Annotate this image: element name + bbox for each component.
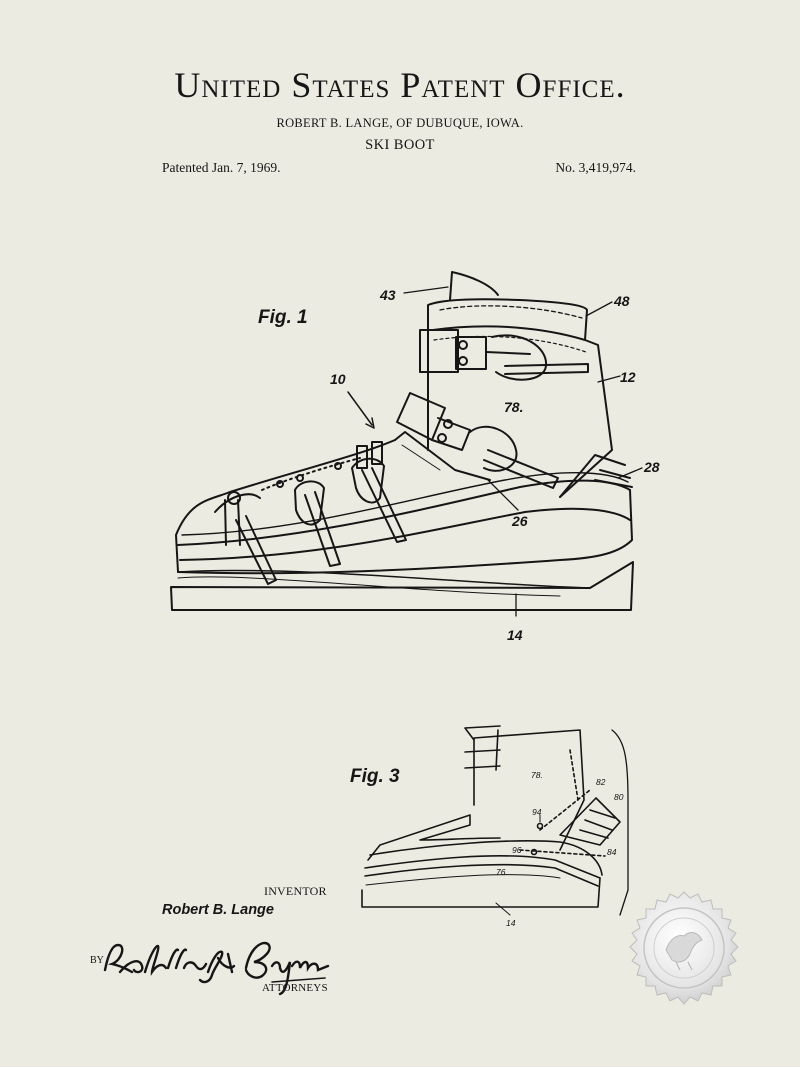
fig1-boot-illustration: [170, 271, 643, 617]
ref-fig3-94: 94: [532, 807, 542, 817]
ref-fig3-84: 84: [607, 847, 617, 857]
ref-fig3-14: 14: [506, 918, 516, 928]
patent-number: No. 3,419,974.: [555, 160, 636, 175]
page-title: United States Patent Office.: [174, 65, 626, 105]
ref-78: 78.: [504, 399, 523, 415]
patent-subject: SKI BOOT: [365, 137, 435, 153]
fig3-boot-illustration: [361, 725, 629, 916]
inventor-line: ROBERT B. LANGE, OF DUBUQUE, IOWA.: [276, 116, 524, 130]
embossed-seal: [629, 891, 739, 1005]
ref-12: 12: [620, 369, 636, 385]
ref-26: 26: [511, 513, 528, 529]
inventor-caption: INVENTOR: [264, 884, 327, 898]
ref-fig3-80: 80: [614, 792, 624, 802]
ref-48: 48: [613, 293, 630, 309]
ref-fig3-82: 82: [596, 777, 606, 787]
ref-fig3-78: 78.: [531, 770, 543, 780]
ref-14: 14: [507, 627, 523, 643]
ref-10: 10: [330, 371, 346, 387]
ref-43: 43: [379, 287, 396, 303]
attorneys-caption: ATTORNEYS: [262, 982, 328, 994]
by-label: BY: [90, 955, 104, 966]
ref-fig3-96: 96: [512, 845, 522, 855]
fig1-label: Fig. 1: [258, 307, 308, 328]
attorney-signature: [103, 941, 330, 996]
ref-fig3-76: 76.: [496, 867, 508, 877]
patented-date: Patented Jan. 7, 1969.: [162, 160, 281, 175]
ref-28: 28: [643, 459, 660, 475]
fig3-label: Fig. 3: [350, 766, 400, 787]
inventor-name: Robert B. Lange: [162, 902, 274, 918]
